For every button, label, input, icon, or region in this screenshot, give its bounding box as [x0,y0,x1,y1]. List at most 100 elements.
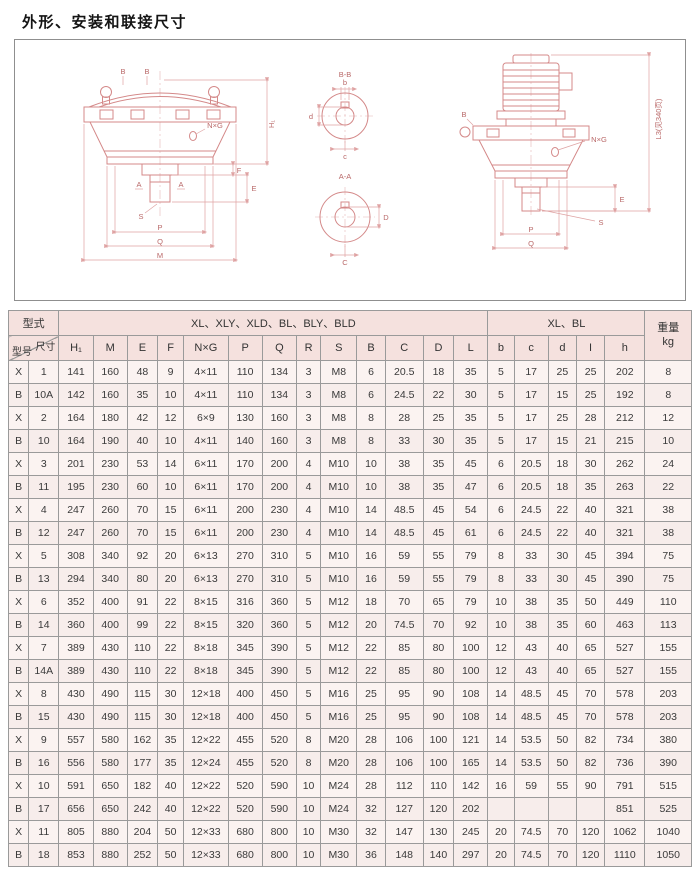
value-cell: 140 [422,843,455,867]
model-cell: 4 [28,498,60,522]
series-cell: X [7,728,30,752]
value-cell: 12 [157,406,185,430]
value-cell: 230 [92,452,128,476]
value-cell: 200 [227,498,263,522]
value-cell: 880 [92,843,128,867]
model-cell: 6 [28,590,60,614]
value-cell [575,797,606,821]
value-cell: 200 [227,521,263,545]
value-cell: 16 [487,774,515,798]
value-cell: 12×33 [183,843,229,867]
value-cell: 4 [295,452,322,476]
value-cell: 182 [126,774,159,798]
value-cell: 50 [157,843,185,867]
value-cell: 60 [575,613,606,637]
value-cell: 70 [575,682,606,706]
value-cell: 50 [575,590,606,614]
value-cell: 12 [487,659,515,683]
model-cell: 3 [28,452,60,476]
value-cell: M8 [320,406,358,430]
value-cell: 3 [295,383,322,407]
value-cell: 245 [453,820,489,844]
value-cell: M10 [320,544,358,568]
value-cell: 43 [513,659,549,683]
value-cell: 33 [384,429,424,453]
value-cell: M10 [320,475,358,499]
series-cell: X [7,636,30,660]
value-cell: 360 [58,613,94,637]
value-cell: 4×11 [183,383,229,407]
value-cell: 35 [453,429,489,453]
value-cell: 8×18 [183,636,229,660]
value-cell: 8 [487,567,515,591]
value-cell: 580 [92,751,128,775]
model-cell: 13 [28,567,60,591]
value-cell: 200 [261,475,297,499]
value-cell: 59 [384,544,424,568]
value-cell: 108 [453,682,489,706]
value-cell: 212 [604,406,646,430]
value-cell: 35 [422,475,455,499]
value-cell: 22 [547,498,577,522]
value-cell: 12×22 [183,797,229,821]
value-cell: 100 [422,751,455,775]
value-cell: 45 [547,705,577,729]
d-dim-label: d [309,112,313,121]
value-cell: 22 [356,636,386,660]
value-cell: 6 [487,521,515,545]
value-cell: 110 [227,383,263,407]
value-cell: 54 [453,498,489,522]
value-cell: 6×13 [183,544,229,568]
value-cell: 270 [227,544,263,568]
value-cell: 10 [157,475,185,499]
dimension-lines [466,52,652,251]
value-cell: 10 [487,590,515,614]
value-cell: 20.5 [384,360,424,384]
value-cell: 38 [384,452,424,476]
value-cell: 18 [422,360,455,384]
value-cell: 47 [453,475,489,499]
weight-cell: 525 [644,797,692,821]
value-cell: 455 [227,728,263,752]
value-cell: 20 [356,613,386,637]
value-cell: 463 [604,613,646,637]
value-cell: 4 [295,475,322,499]
value-cell: 14 [157,452,185,476]
value-cell: 82 [575,751,606,775]
value-cell: 20 [487,843,515,867]
value-cell: 12×33 [183,820,229,844]
value-cell: 10 [487,613,515,637]
value-cell: 242 [126,797,159,821]
value-cell: 59 [384,567,424,591]
value-cell: 74.5 [513,820,549,844]
value-cell: 92 [126,544,159,568]
value-cell: 120 [575,820,606,844]
value-cell: 230 [92,475,128,499]
value-cell: 389 [58,636,94,660]
value-cell: 106 [384,751,424,775]
column-header-4: N×G [183,335,229,361]
series-cell: X [7,590,30,614]
model-cell: 7 [28,636,60,660]
value-cell: 260 [92,498,128,522]
model-cell: 8 [28,682,60,706]
value-cell: 95 [384,705,424,729]
value-cell: 490 [92,705,128,729]
value-cell: 33 [513,567,549,591]
value-cell: 142 [58,383,94,407]
value-cell: 25 [422,406,455,430]
value-cell: 12×18 [183,682,229,706]
cap-c-dim-label: C [342,258,348,267]
series-cell: X [7,820,30,844]
column-header-7: R [295,335,322,361]
column-header-10: C [384,335,424,361]
value-cell: 28 [384,406,424,430]
value-cell: 800 [261,843,297,867]
series-cell: B [7,705,30,729]
